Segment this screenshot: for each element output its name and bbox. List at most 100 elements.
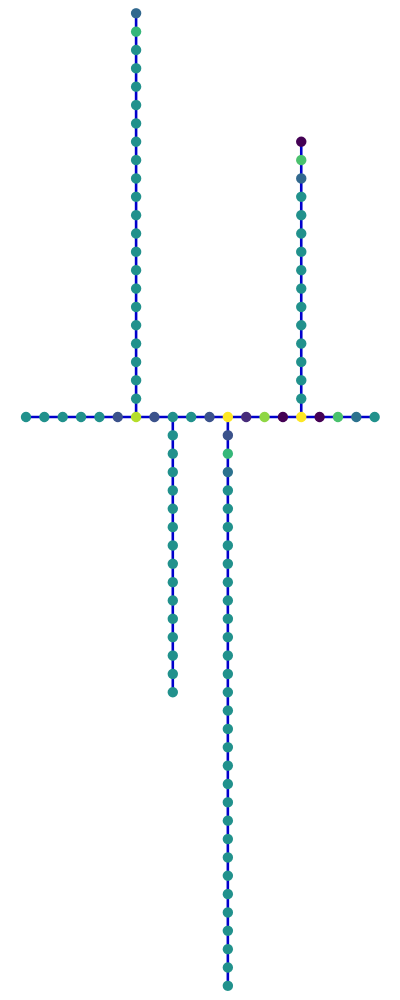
node-up-left-15 — [130, 136, 142, 147]
node-down-right-30 — [222, 962, 234, 973]
node-up-left-10 — [130, 228, 142, 239]
node-down-left-7 — [167, 540, 178, 551]
node-down-right-20 — [222, 778, 234, 790]
node-down-right-22 — [222, 815, 234, 826]
node-down-right-21 — [222, 797, 234, 808]
node-down-right-16 — [222, 705, 234, 716]
node-down-right-6 — [222, 521, 234, 533]
node-trunk-9 — [167, 411, 178, 423]
node-down-right-7 — [222, 540, 234, 551]
node-down-right-13 — [222, 650, 234, 661]
node-up-right-11 — [296, 209, 307, 221]
node-down-left-13 — [167, 650, 178, 661]
node-down-right-8 — [222, 558, 234, 569]
node-down-right-14 — [222, 668, 234, 680]
node-up-right-12 — [296, 191, 307, 202]
node-up-left-11 — [130, 209, 142, 221]
node-down-right-1 — [222, 430, 234, 441]
node-down-left-11 — [167, 613, 178, 625]
node-up-right-14 — [296, 154, 307, 166]
node-trunk-12 — [222, 411, 234, 423]
node-trunk-8 — [149, 411, 160, 423]
node-trunk-15 — [277, 411, 289, 423]
node-down-right-9 — [222, 576, 234, 588]
node-trunk-18 — [332, 411, 344, 423]
node-down-right-11 — [222, 613, 234, 625]
node-down-right-18 — [222, 742, 234, 753]
node-up-left-5 — [130, 320, 142, 331]
node-up-left-14 — [130, 154, 142, 166]
node-trunk-17 — [314, 411, 325, 423]
node-down-left-8 — [167, 558, 178, 569]
node-trunk-14 — [259, 411, 270, 423]
node-trunk-5 — [94, 411, 105, 423]
node-down-left-10 — [167, 595, 178, 606]
node-up-left-9 — [130, 246, 142, 258]
node-trunk-19 — [351, 411, 362, 423]
node-up-left-8 — [130, 265, 142, 276]
node-down-left-3 — [167, 466, 178, 478]
node-down-right-24 — [222, 852, 234, 863]
node-up-right-5 — [296, 320, 307, 331]
node-up-left-6 — [130, 301, 142, 313]
node-down-right-29 — [222, 943, 234, 955]
node-up-left-13 — [130, 173, 142, 184]
node-up-right-8 — [296, 265, 307, 276]
node-up-right-15 — [296, 136, 307, 147]
node-down-left-14 — [167, 668, 178, 680]
node-down-left-12 — [167, 632, 178, 643]
node-up-left-4 — [130, 338, 142, 349]
node-up-left-1 — [130, 393, 142, 404]
node-down-right-3 — [222, 466, 234, 478]
node-down-left-5 — [167, 503, 178, 514]
node-down-left-4 — [167, 485, 178, 496]
node-down-left-6 — [167, 521, 178, 533]
node-up-right-3 — [296, 356, 307, 368]
node-up-right-2 — [296, 375, 307, 386]
node-up-right-10 — [296, 228, 307, 239]
node-trunk-20 — [369, 411, 380, 423]
node-down-right-17 — [222, 723, 234, 735]
node-up-right-4 — [296, 338, 307, 349]
node-down-right-10 — [222, 595, 234, 606]
node-trunk-6 — [112, 411, 123, 423]
node-down-right-25 — [222, 870, 234, 881]
node-up-left-21 — [130, 26, 142, 37]
node-down-right-31 — [222, 980, 234, 992]
node-trunk-3 — [57, 411, 68, 423]
node-up-left-12 — [130, 191, 142, 202]
node-trunk-7 — [130, 411, 142, 423]
node-up-right-9 — [296, 246, 307, 258]
node-up-left-7 — [130, 283, 142, 294]
node-down-right-26 — [222, 888, 234, 900]
node-up-left-19 — [130, 63, 142, 74]
node-up-left-17 — [130, 99, 142, 111]
edges-layer — [26, 13, 375, 986]
node-up-right-1 — [296, 393, 307, 404]
node-up-left-16 — [130, 118, 142, 129]
node-down-left-2 — [167, 448, 178, 459]
node-up-left-18 — [130, 81, 142, 92]
node-down-right-2 — [222, 448, 234, 459]
node-down-right-4 — [222, 485, 234, 496]
node-down-left-15 — [167, 687, 178, 698]
node-trunk-2 — [39, 411, 50, 423]
node-up-left-20 — [130, 44, 142, 56]
node-down-right-12 — [222, 632, 234, 643]
node-down-left-9 — [167, 576, 178, 588]
node-up-left-22 — [130, 8, 142, 19]
node-trunk-16 — [296, 411, 307, 423]
node-up-right-7 — [296, 283, 307, 294]
node-up-right-6 — [296, 301, 307, 313]
node-down-right-28 — [222, 925, 234, 936]
node-trunk-1 — [20, 411, 32, 423]
node-trunk-10 — [185, 411, 197, 423]
node-trunk-13 — [241, 411, 252, 423]
node-down-right-5 — [222, 503, 234, 514]
node-trunk-11 — [204, 411, 215, 423]
node-down-right-27 — [222, 907, 234, 918]
node-trunk-4 — [75, 411, 87, 423]
node-down-right-15 — [222, 687, 234, 698]
